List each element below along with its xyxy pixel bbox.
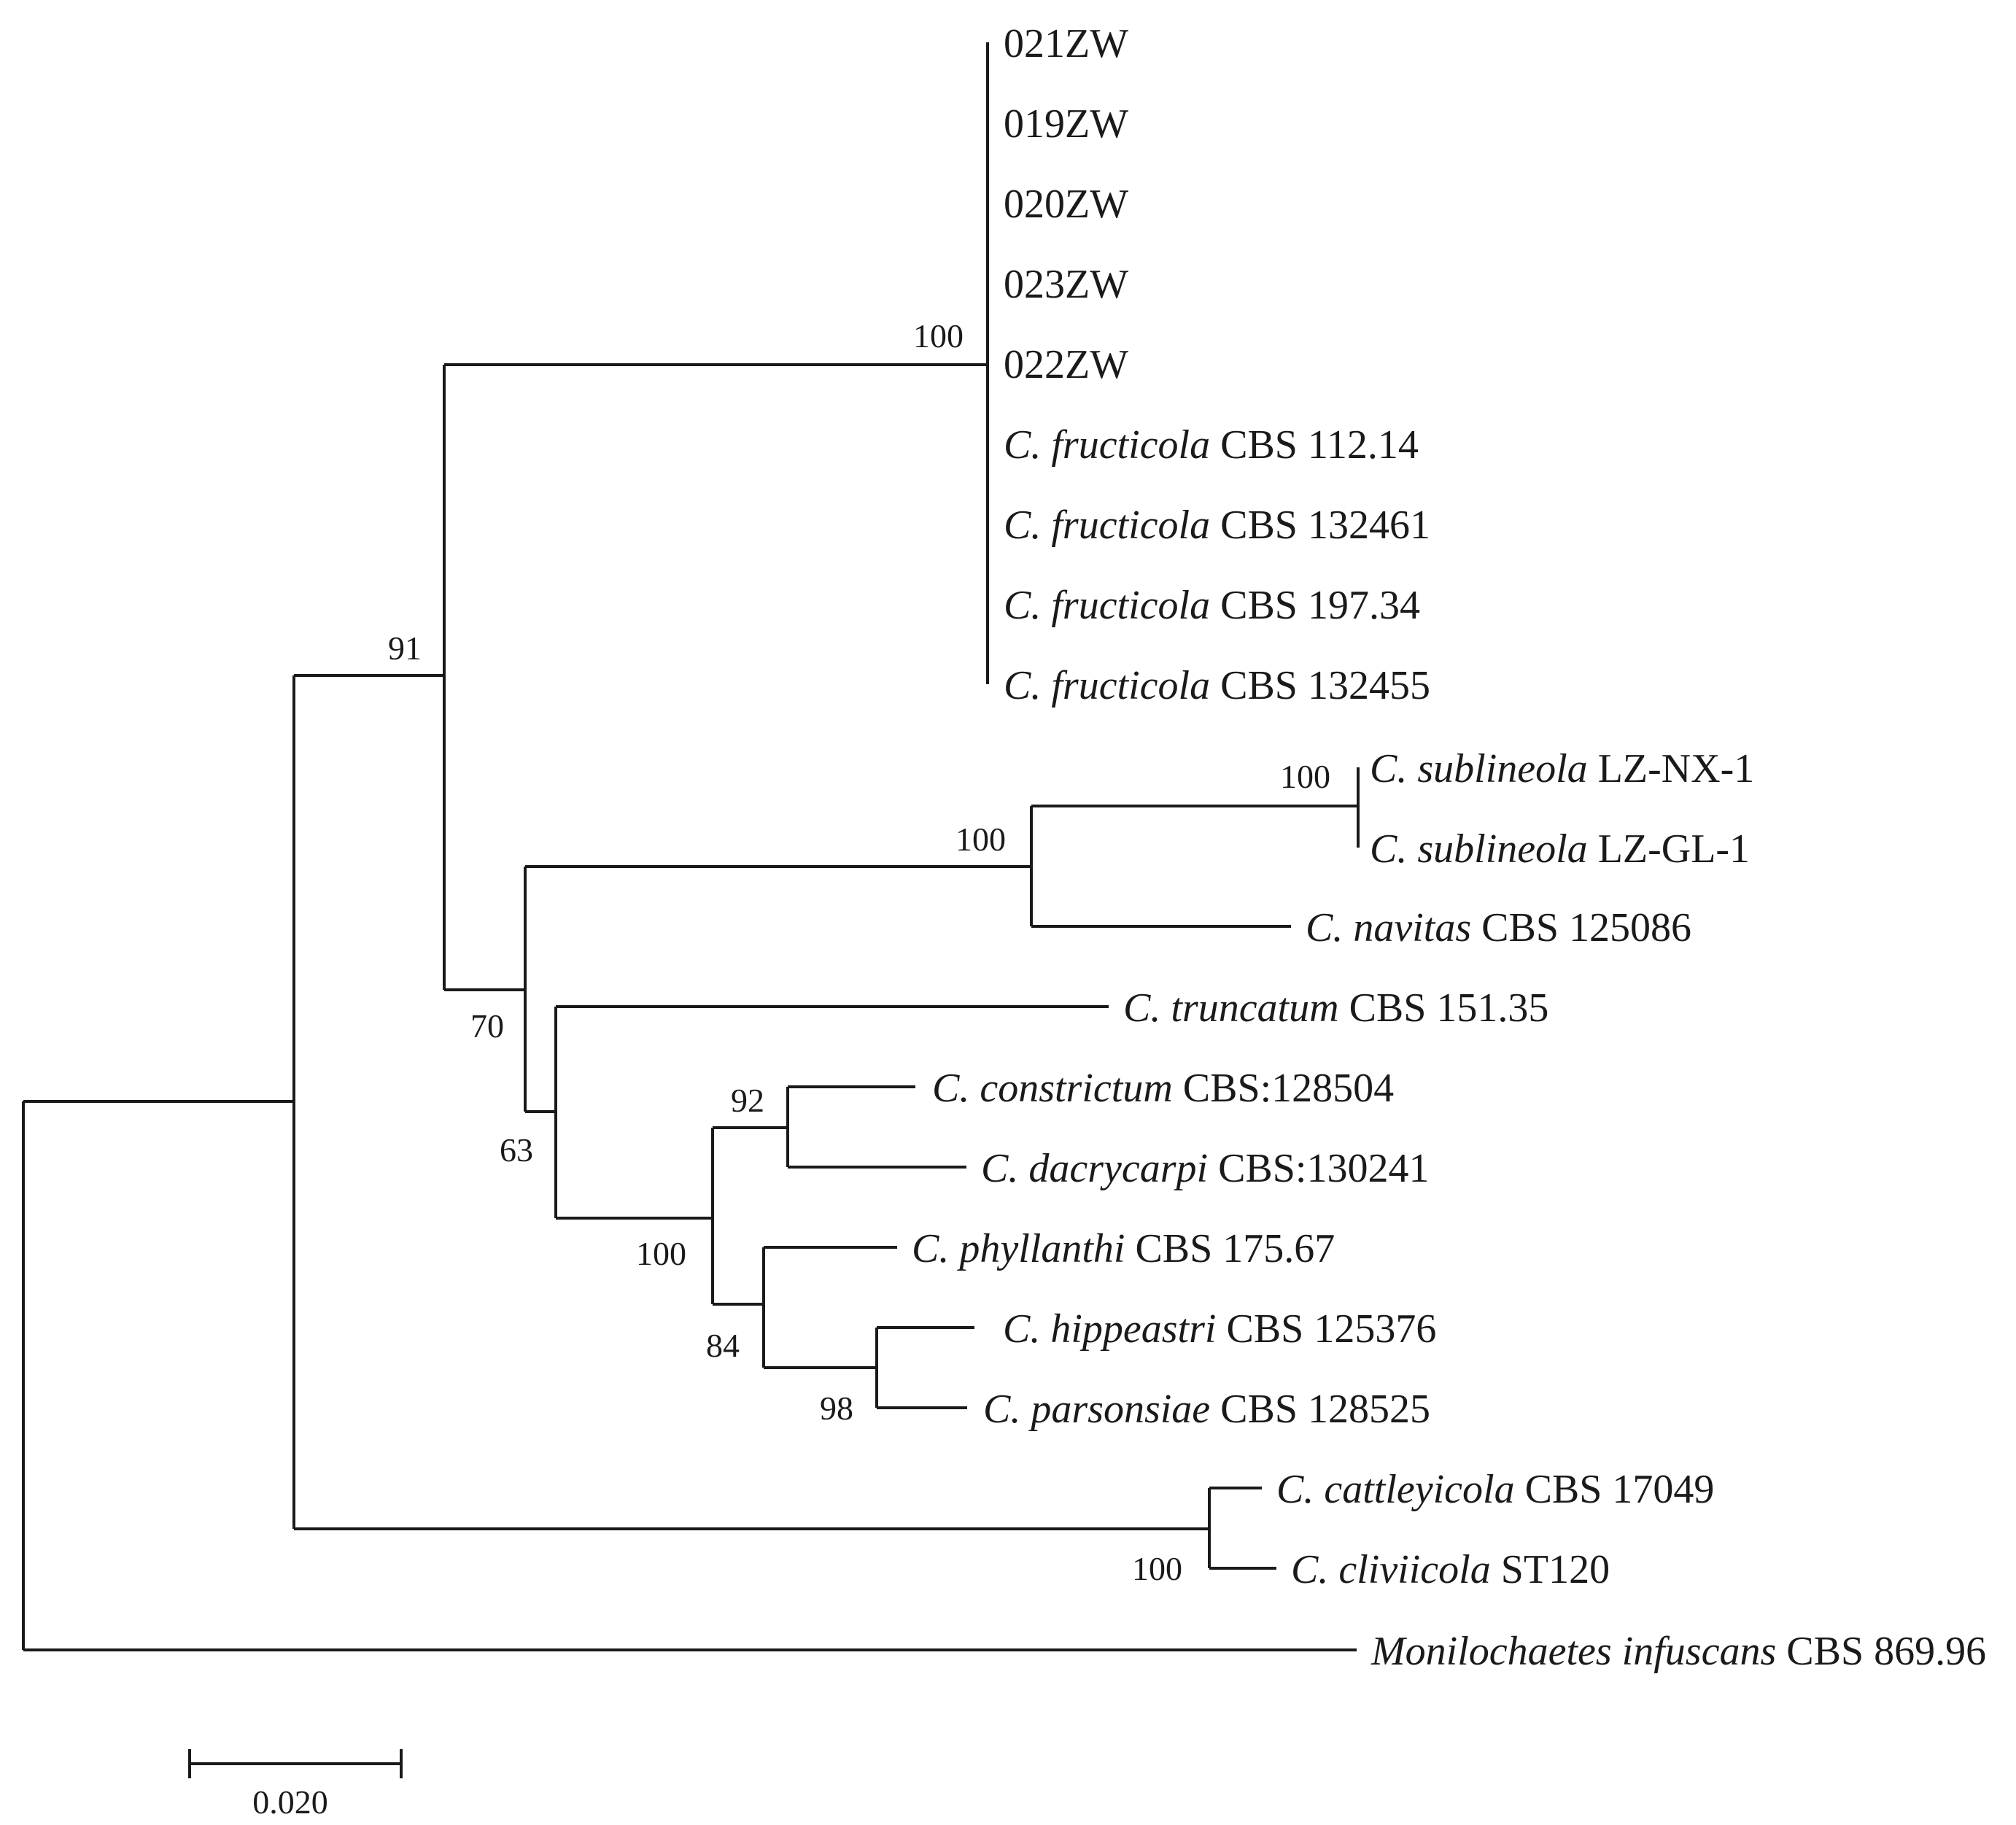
tip-label-t13: C. truncatum CBS 151.35	[1123, 985, 1548, 1031]
tip-species-name: C. phyllanthi	[912, 1226, 1125, 1271]
tip-species-name: C. fructicola	[1004, 422, 1210, 468]
tip-species-name: C. parsonsiae	[983, 1387, 1210, 1432]
tip-label-t15: C. dacrycarpi CBS:130241	[981, 1146, 1429, 1191]
scale-bar: 0.020	[188, 1749, 403, 1821]
tip-strain-name: CBS 17049	[1515, 1467, 1715, 1512]
tip-label-t20: C. cliviicola ST120	[1291, 1547, 1610, 1592]
tip-strain-name: CBS 128525	[1210, 1387, 1430, 1432]
tip-species-name: C. sublineola	[1370, 746, 1588, 791]
tip-strain-name: CBS 132461	[1210, 503, 1430, 548]
bootstrap-values: 100 91 100 100 70 63 92 100 84 98 100	[388, 317, 1330, 1587]
tip-species-name: C. dacrycarpi	[981, 1146, 1208, 1191]
tip-species-name: C. fructicola	[1004, 583, 1210, 628]
bootstrap-truncatum-group: 63	[500, 1131, 533, 1169]
tip-label-t2: 019ZW	[1004, 101, 1128, 147]
tip-strain-name: ST120	[1491, 1547, 1610, 1592]
tip-strain-name: LZ-NX-1	[1588, 746, 1755, 791]
bootstrap-inner-clade: 70	[470, 1007, 504, 1045]
bootstrap-fructicola-clade: 100	[913, 317, 964, 354]
tip-label-t12: C. navitas CBS 125086	[1306, 905, 1691, 950]
tip-labels: 021ZW 019ZW 020ZW 023ZW 022ZW C. fructicola C…	[912, 21, 1986, 1674]
tip-species-name: C. navitas	[1306, 905, 1471, 950]
tip-strain-name: CBS:130241	[1208, 1146, 1429, 1191]
tip-label-t19: C. cattleyicola CBS 17049	[1276, 1467, 1714, 1512]
tip-species-name: C. constrictum	[932, 1066, 1173, 1111]
tip-label-t5: 022ZW	[1004, 342, 1128, 387]
tip-species-name: C. fructicola	[1004, 663, 1210, 708]
bootstrap-cattleyicola-cliviicola: 100	[1132, 1550, 1182, 1587]
tip-species-name: C. hippeastri	[1003, 1306, 1216, 1352]
tip-label-t8: C. fructicola CBS 197.34	[1004, 583, 1420, 628]
tree-branches	[22, 42, 1360, 1651]
tip-label-t3: 020ZW	[1004, 182, 1128, 227]
tip-label-t21: Monilochaetes infuscans CBS 869.96	[1371, 1629, 1986, 1674]
tip-species-name: C. fructicola	[1004, 503, 1210, 548]
tip-label-t1: 021ZW	[1004, 21, 1128, 66]
tip-strain-name: CBS 125086	[1471, 905, 1691, 950]
tip-species-name: C. cattleyicola	[1276, 1467, 1515, 1512]
bootstrap-sublineola-pair: 100	[1280, 758, 1330, 795]
tip-species-name: Monilochaetes infuscans	[1371, 1629, 1776, 1674]
scale-bar-label: 0.020	[252, 1783, 328, 1821]
tip-label-t17: C. hippeastri CBS 125376	[1003, 1306, 1436, 1352]
bootstrap-phyllanthi-group: 84	[706, 1327, 740, 1364]
bootstrap-fructicola-plus-rest: 91	[388, 629, 422, 667]
tip-strain-name: CBS 151.35	[1339, 985, 1549, 1031]
tip-label-t10: C. sublineola LZ-NX-1	[1370, 746, 1754, 791]
bootstrap-constrictum-dacrycarpi: 92	[731, 1082, 764, 1119]
tip-strain-name: LZ-GL-1	[1588, 826, 1750, 872]
tip-label-t11: C. sublineola LZ-GL-1	[1370, 826, 1750, 872]
tip-label-t4: 023ZW	[1004, 262, 1128, 307]
tip-label-t7: C. fructicola CBS 132461	[1004, 503, 1430, 548]
tip-strain-name: CBS:128504	[1173, 1066, 1394, 1111]
tip-strain-name: CBS 197.34	[1210, 583, 1420, 628]
bootstrap-hippeastri-parsonsiae: 98	[820, 1390, 853, 1427]
tip-species-name: C. cliviicola	[1291, 1547, 1491, 1592]
tip-strain-name: CBS 112.14	[1210, 422, 1419, 468]
bootstrap-constrictum-parsonsiae: 100	[636, 1235, 686, 1272]
tip-strain-name: CBS 125376	[1216, 1306, 1436, 1352]
tip-label-t9: C. fructicola CBS 132455	[1004, 663, 1430, 708]
tip-label-t18: C. parsonsiae CBS 128525	[983, 1387, 1430, 1432]
tip-species-name: C. sublineola	[1370, 826, 1588, 872]
tip-label-t6: C. fructicola CBS 112.14	[1004, 422, 1419, 468]
bootstrap-sublineola-navitas: 100	[955, 821, 1006, 858]
tip-strain-name: CBS 175.67	[1125, 1226, 1335, 1271]
tip-strain-name: CBS 132455	[1210, 663, 1430, 708]
tip-species-name: C. truncatum	[1123, 985, 1339, 1031]
tip-strain-name: CBS 869.96	[1776, 1629, 1986, 1674]
tip-label-t14: C. constrictum CBS:128504	[932, 1066, 1394, 1111]
tip-label-t16: C. phyllanthi CBS 175.67	[912, 1226, 1335, 1271]
